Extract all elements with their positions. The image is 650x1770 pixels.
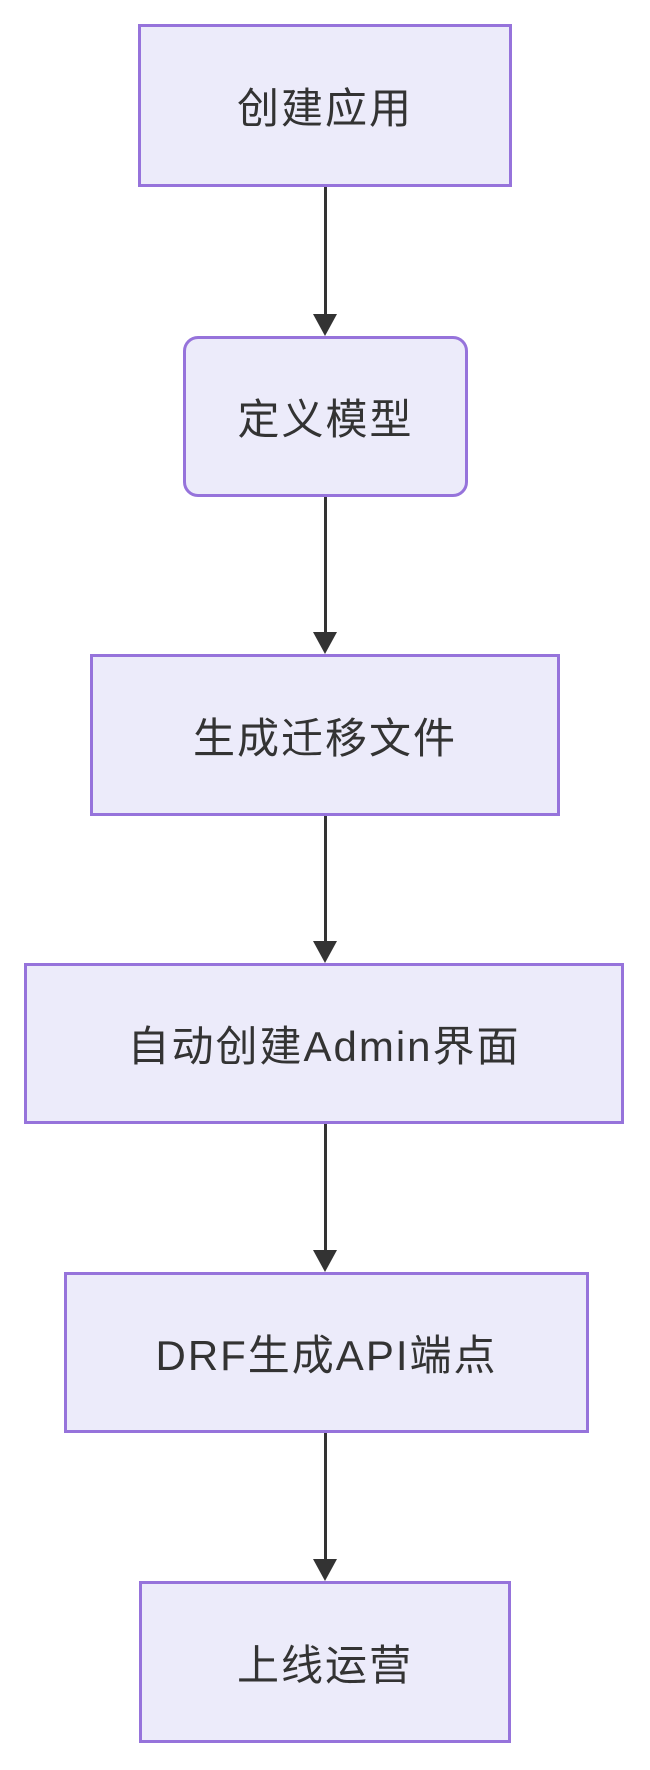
arrow-shaft [323,187,327,314]
flow-arrow-5 [313,1433,337,1581]
arrowhead-down-icon [313,1559,337,1581]
flow-node-launch-operations: 上线运营 [139,1581,511,1743]
arrowhead-down-icon [313,1250,337,1272]
flow-node-label: 上线运营 [236,1641,413,1689]
flow-node-label: 自动创建Admin界面 [127,1023,521,1070]
flow-node-drf-api-endpoints: DRF生成API端点 [64,1272,589,1433]
flow-node-label: 定义模型 [237,396,414,443]
flow-node-label: 创建应用 [236,85,413,132]
arrow-shaft [323,1433,327,1559]
flow-node-label: DRF生成API端点 [155,1332,498,1379]
arrow-shaft [323,816,327,941]
arrowhead-down-icon [313,314,337,336]
arrow-shaft [323,1124,327,1250]
flow-node-generate-migrations: 生成迁移文件 [90,654,560,816]
flow-arrow-1 [313,187,337,336]
flow-arrow-3 [313,816,337,963]
flow-arrow-4 [313,1124,337,1272]
arrow-shaft [323,497,327,632]
flow-node-auto-admin-ui: 自动创建Admin界面 [24,963,624,1124]
flow-node-create-app: 创建应用 [138,24,512,187]
flow-arrow-2 [313,497,337,654]
flow-node-label: 生成迁移文件 [192,714,457,762]
arrowhead-down-icon [313,632,337,654]
flow-node-define-model: 定义模型 [183,336,468,497]
arrowhead-down-icon [313,941,337,963]
